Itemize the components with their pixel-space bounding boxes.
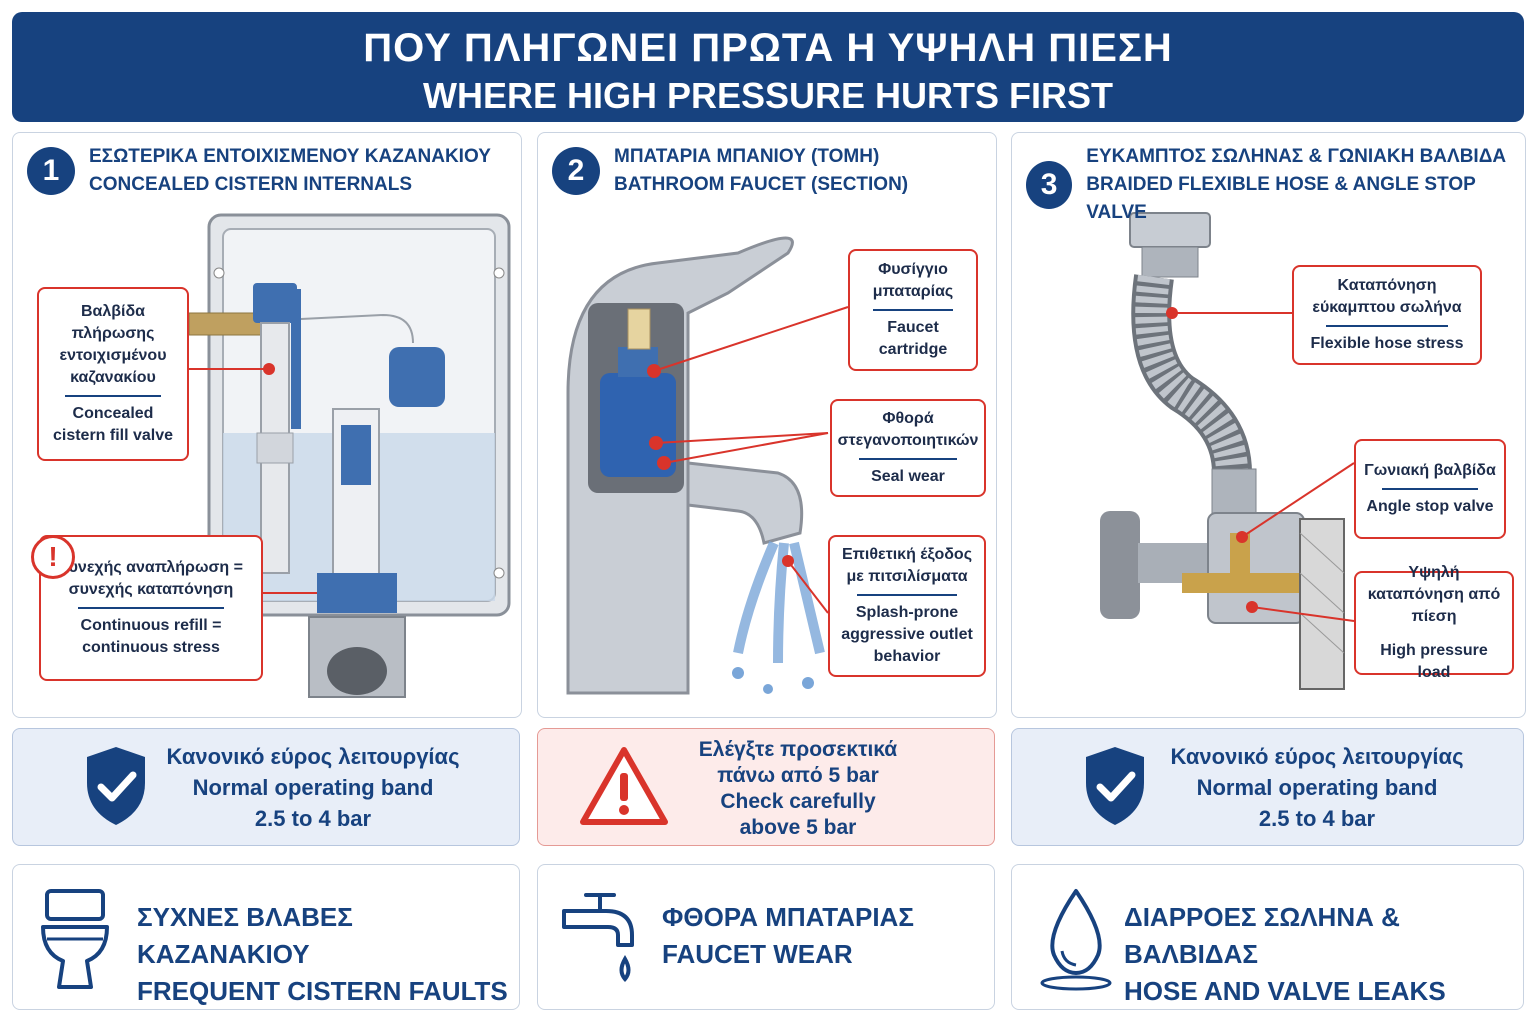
- callout-text-english: Continuous refill = continuous stress: [80, 617, 222, 656]
- panel-title-english: BRAIDED FLEXIBLE HOSE & ANGLE STOP VALVE: [1086, 174, 1476, 223]
- panel-header: 3 ΕΥΚΑΜΠΤΟΣ ΣΩΛΗΝΑΣ & ΓΩΝΙΑΚΗ ΒΑΛΒΙΔΑ BR…: [1026, 143, 1525, 227]
- callout-faucet-cartridge: Φυσίγγιο μπαταρίας Faucet cartridge: [848, 249, 978, 371]
- footer-title-greek: ΦΘΟΡΑ ΜΠΑΤΑΡΙΑΣ: [662, 902, 914, 932]
- panel-cistern: 1 ΕΣΩΤΕΡΙΚΑ ΕΝΤΟΙΧΙΣΜΕΝΟΥ ΚΑΖΑΝΑΚΙΟΥ CON…: [12, 132, 522, 718]
- title-english: WHERE HIGH PRESSURE HURTS FIRST: [422, 75, 1114, 116]
- footer-title-greek: ΔΙΑΡΡΟΕΣ ΣΩΛΗΝΑ & ΒΑΛΒΙΔΑΣ: [1124, 902, 1400, 969]
- band-check-above-5: Ελέγξτε προσεκτικά πάνω από 5 bar Check …: [537, 728, 995, 846]
- band-line-greek: Ελέγξτε προσεκτικά: [698, 738, 898, 761]
- band-range: 2.5 to 4 bar: [254, 806, 372, 831]
- footer-title-english: FAUCET WEAR: [662, 939, 853, 969]
- band-range: 2.5 to 4 bar: [1258, 806, 1376, 831]
- shield-check-icon: [1086, 747, 1144, 825]
- band-line-greek-2: πάνω από 5 bar: [717, 764, 879, 787]
- panel-title-greek: ΕΥΚΑΜΠΤΟΣ ΣΩΛΗΝΑΣ & ΓΩΝΙΑΚΗ ΒΑΛΒΙΔΑ: [1086, 146, 1507, 167]
- callout-text-greek: Φθορά στεγανοποιητικών: [837, 410, 979, 449]
- callout-text-english: Seal wear: [871, 468, 945, 485]
- panel-number: 2: [552, 147, 600, 195]
- callout-high-pressure-load: Υψηλή καταπόνηση από πίεση High pressure…: [1354, 564, 1514, 681]
- callout-text-greek: Επιθετική έξοδος με πιτσιλίσματα: [841, 546, 973, 585]
- shield-check-icon: [87, 747, 145, 825]
- callout-text-english: Angle stop valve: [1366, 498, 1494, 515]
- callout-text-english: Faucet cartridge: [878, 319, 948, 358]
- callout-seal-wear: Φθορά στεγανοποιητικών Seal wear: [830, 399, 986, 497]
- callout-text-english: Concealed cistern fill valve: [52, 405, 174, 444]
- title-greek: ΠΟΥ ΠΛΗΓΩΝΕΙ ΠΡΩΤΑ Η ΥΨΗΛΗ ΠΙΕΣΗ: [363, 26, 1173, 70]
- band-line-english: Normal operating band: [192, 775, 434, 800]
- panel-faucet: 2 ΜΠΑΤΑΡΙΑ ΜΠΑΝΙΟΥ (ΤΟΜΗ) BATHROOM FAUCE…: [537, 132, 997, 718]
- title-banner: ΠΟΥ ΠΛΗΓΩΝΕΙ ΠΡΩΤΑ Η ΥΨΗΛΗ ΠΙΕΣΗ WHERE H…: [12, 12, 1524, 122]
- panel-title-english: BATHROOM FAUCET (SECTION): [614, 174, 909, 195]
- footer-title-greek: ΣΥΧΝΕΣ ΒΛΑΒΕΣ ΚΑΖΑΝΑΚΙΟΥ: [137, 902, 353, 969]
- callout-text-english: Flexible hose stress: [1310, 335, 1464, 352]
- callout-text-greek: Γωνιακή βαλβίδα: [1364, 462, 1496, 479]
- footer-cistern-faults: ΣΥΧΝΕΣ ΒΛΑΒΕΣ ΚΑΖΑΝΑΚΙΟΥ FREQUENT CISTER…: [12, 864, 520, 1010]
- panel-header: 1 ΕΣΩΤΕΡΙΚΑ ΕΝΤΟΙΧΙΣΜΕΝΟΥ ΚΑΖΑΝΑΚΙΟΥ CON…: [27, 143, 491, 199]
- faucet-icon: [562, 893, 634, 983]
- warning-triangle-icon: [580, 747, 668, 825]
- panel-title-greek: ΕΣΩΤΕΡΙΚΑ ΕΝΤΟΙΧΙΣΜΕΝΟΥ ΚΑΖΑΝΑΚΙΟΥ: [89, 146, 491, 167]
- band-normal-operating: Κανονικό εύρος λειτουργίας Normal operat…: [12, 728, 520, 846]
- footer-hose-valve-leaks: ΔΙΑΡΡΟΕΣ ΣΩΛΗΝΑ & ΒΑΛΒΙΔΑΣ HOSE AND VALV…: [1011, 864, 1524, 1010]
- footer-faucet-wear: ΦΘΟΡΑ ΜΠΑΤΑΡΙΑΣ FAUCET WEAR: [537, 864, 995, 1010]
- band-line-greek: Κανονικό εύρος λειτουργίας: [1170, 744, 1464, 769]
- cistern-illustration: [188, 213, 511, 698]
- band-line-english: Check carefully: [720, 790, 876, 813]
- callout-splash-outlet: Επιθετική έξοδος με πιτσιλίσματα Splash-…: [828, 535, 986, 677]
- panel-number: 1: [27, 147, 75, 195]
- callout-continuous-refill: Συνεχής αναπλήρωση = συνεχής καταπόνηση …: [39, 535, 263, 681]
- callout-text-greek: Φυσίγγιο μπαταρίας: [872, 261, 954, 300]
- callout-fill-valve: Βαλβίδα πλήρωσης εντοιχισμένου καζανακίο…: [37, 287, 189, 461]
- footer-title-english: HOSE AND VALVE LEAKS: [1124, 976, 1446, 1006]
- callout-hose-stress: Καταπόνηση εύκαμπτου σωλήνα Flexible hos…: [1292, 265, 1482, 365]
- callout-text-english: High pressure load: [1380, 642, 1488, 681]
- hose-valve-illustration: [1100, 212, 1355, 690]
- callout-text-english: Splash-prone aggressive outlet behavior: [841, 604, 973, 665]
- faucet-illustration: [566, 236, 849, 695]
- callout-text-greek: Συνεχής αναπλήρωση = συνεχής καταπόνηση: [59, 559, 243, 598]
- panel-number: 3: [1026, 161, 1073, 209]
- band-line-greek: Κανονικό εύρος λειτουργίας: [166, 744, 460, 769]
- band-normal-operating: Κανονικό εύρος λειτουργίας Normal operat…: [1011, 728, 1524, 846]
- footer-title-english: FREQUENT CISTERN FAULTS: [137, 976, 508, 1006]
- panel-title-greek: ΜΠΑΤΑΡΙΑ ΜΠΑΝΙΟΥ (ΤΟΜΗ): [614, 146, 880, 167]
- callout-angle-valve: Γωνιακή βαλβίδα Angle stop valve: [1354, 439, 1506, 539]
- water-drop-icon: [1040, 889, 1112, 991]
- alert-icon: !: [31, 535, 75, 579]
- toilet-icon: [41, 889, 109, 989]
- callout-text-greek: Βαλβίδα πλήρωσης εντοιχισμένου καζανακίο…: [59, 303, 167, 386]
- panel-title-english: CONCEALED CISTERN INTERNALS: [89, 174, 413, 195]
- callout-text-greek: Υψηλή καταπόνηση από πίεση: [1367, 564, 1501, 625]
- panel-header: 2 ΜΠΑΤΑΡΙΑ ΜΠΑΝΙΟΥ (ΤΟΜΗ) BATHROOM FAUCE…: [552, 143, 908, 199]
- panel-hose-valve: 3 ΕΥΚΑΜΠΤΟΣ ΣΩΛΗΝΑΣ & ΓΩΝΙΑΚΗ ΒΑΛΒΙΔΑ BR…: [1011, 132, 1526, 718]
- callout-text-greek: Καταπόνηση εύκαμπτου σωλήνα: [1312, 277, 1462, 316]
- band-line-english-2: above 5 bar: [739, 816, 857, 839]
- band-line-english: Normal operating band: [1196, 775, 1438, 800]
